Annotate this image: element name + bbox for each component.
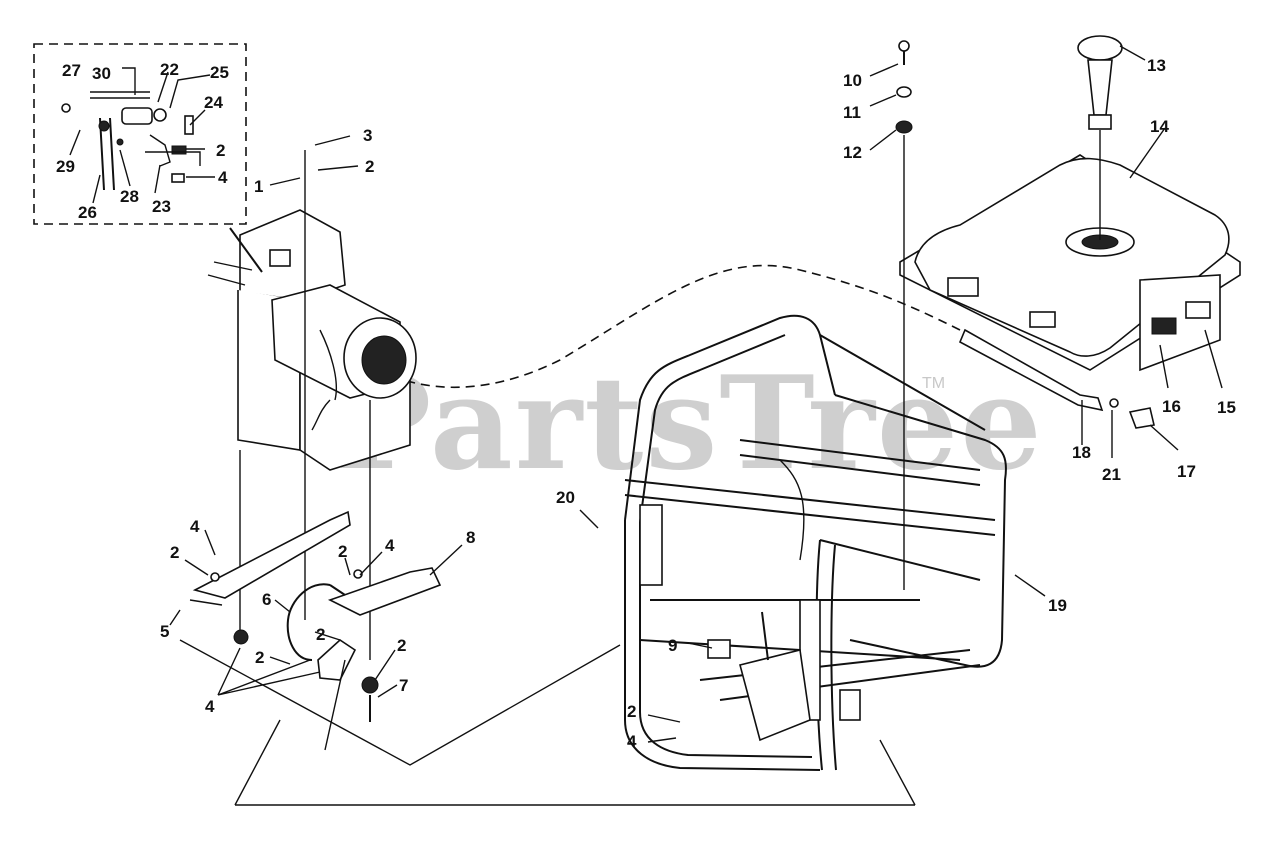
bolt-head xyxy=(898,40,910,52)
callout-1: 1 xyxy=(254,177,263,196)
callout-4: 4 xyxy=(627,732,637,751)
rubber-mount-2 xyxy=(361,676,379,694)
part-9-component xyxy=(707,639,731,659)
rubber-mount xyxy=(233,629,249,645)
callout-21: 21 xyxy=(1102,465,1121,484)
callout-8: 8 xyxy=(466,528,475,547)
callout-4: 4 xyxy=(218,168,228,187)
callout-2: 2 xyxy=(338,542,347,561)
callout-29: 29 xyxy=(56,157,75,176)
callout-2: 2 xyxy=(316,625,325,644)
washer-11 xyxy=(896,86,912,98)
callout-12: 12 xyxy=(843,143,862,162)
watermark-trademark: TM xyxy=(922,375,945,392)
callout-3: 3 xyxy=(363,126,372,145)
engine-assembly xyxy=(207,150,417,660)
callout-22: 22 xyxy=(160,60,179,79)
callout-2: 2 xyxy=(627,702,636,721)
leader-lines xyxy=(69,45,1223,751)
callout-7: 7 xyxy=(399,676,408,695)
strainer-collar xyxy=(1088,114,1112,130)
callout-30: 30 xyxy=(92,64,111,83)
callout-11: 11 xyxy=(843,103,861,122)
callout-18: 18 xyxy=(1072,443,1091,462)
grommet-12 xyxy=(895,120,913,134)
callout-13: 13 xyxy=(1147,56,1166,75)
callout-9: 9 xyxy=(668,636,677,655)
callout-26: 26 xyxy=(78,203,97,222)
fuel-tank xyxy=(899,154,1241,372)
callout-17: 17 xyxy=(1177,462,1196,481)
callout-23: 23 xyxy=(152,197,171,216)
callout-25: 25 xyxy=(210,63,229,82)
callout-24: 24 xyxy=(204,93,223,112)
fuel-strainer xyxy=(1087,59,1113,116)
callout-27: 27 xyxy=(62,61,81,80)
install-arrow xyxy=(761,611,769,661)
clamp-21 xyxy=(1109,398,1119,408)
callout-28: 28 xyxy=(120,187,139,206)
vibration-mount xyxy=(317,638,357,681)
callout-4: 4 xyxy=(205,697,215,716)
callout-14: 14 xyxy=(1150,117,1169,136)
callout-5: 5 xyxy=(160,622,169,641)
callout-2: 2 xyxy=(255,648,264,667)
outlet-box xyxy=(739,649,811,742)
callout-15: 15 xyxy=(1217,398,1236,417)
ground-cable xyxy=(286,583,346,661)
callout-4: 4 xyxy=(190,517,200,536)
callout-6: 6 xyxy=(262,590,271,609)
callout-2: 2 xyxy=(365,157,374,176)
mounting-brackets xyxy=(189,510,442,616)
callout-2: 2 xyxy=(397,636,406,655)
base-outline xyxy=(179,639,916,806)
callout-10: 10 xyxy=(843,71,862,90)
watermark-text: PartsTree xyxy=(335,349,1044,499)
callout-20: 20 xyxy=(556,488,575,507)
inset-detail-parts xyxy=(61,91,201,191)
callout-2: 2 xyxy=(216,141,225,160)
callout-4: 4 xyxy=(385,536,395,555)
callout-19: 19 xyxy=(1048,596,1067,615)
fuel-cap xyxy=(1077,35,1123,61)
callout-labels: 27 30 22 25 24 2 4 29 26 28 23 3 2 1 4 2… xyxy=(56,56,1236,751)
fuel-line xyxy=(958,328,1104,412)
detail-inset-box xyxy=(33,43,247,225)
callout-16: 16 xyxy=(1162,397,1181,416)
fuel-valve-17 xyxy=(1128,407,1155,429)
callout-2: 2 xyxy=(170,543,179,562)
